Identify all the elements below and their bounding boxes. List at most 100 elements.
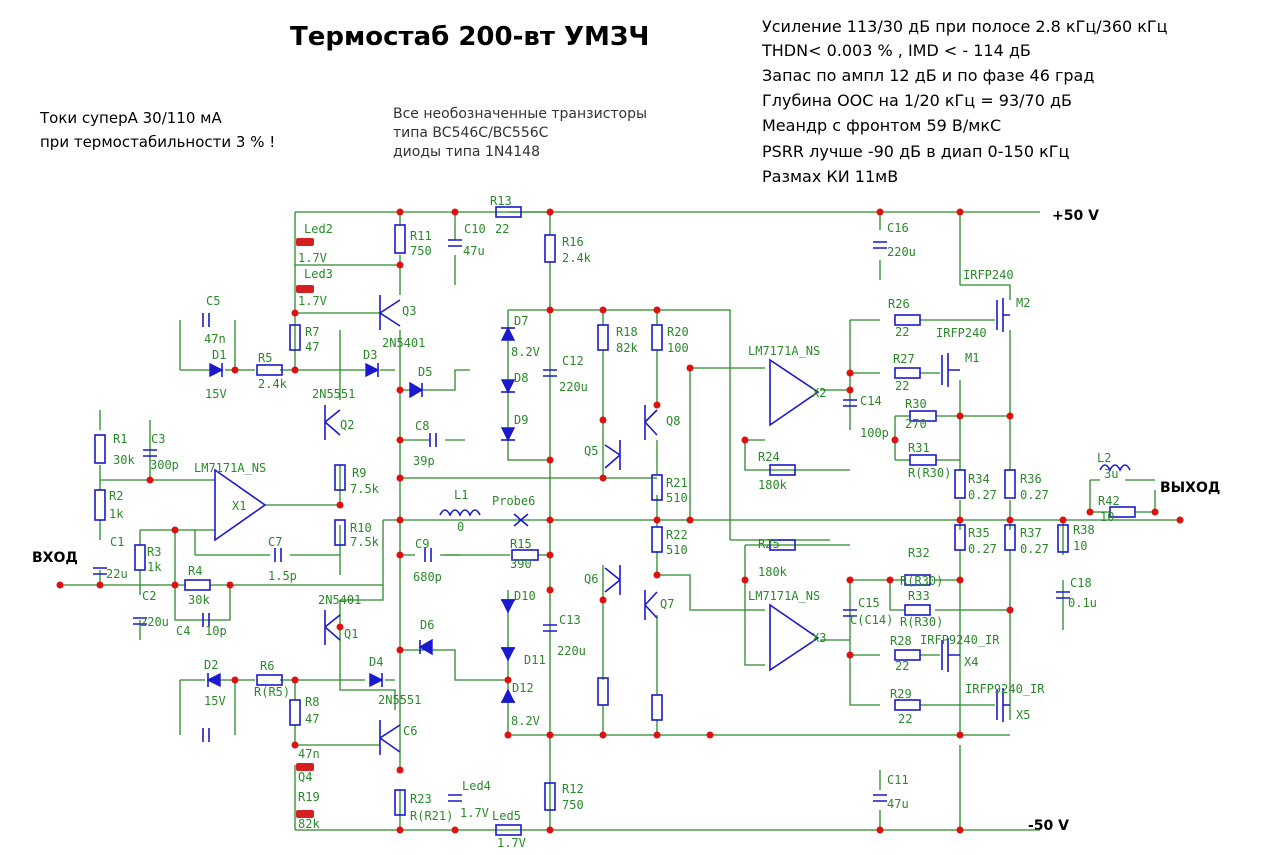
component-label: 22u: [106, 567, 128, 581]
component-label: C14: [860, 394, 882, 408]
component-label: R33: [908, 589, 930, 603]
component-label: 47n: [298, 747, 320, 761]
schematic-title: Термостаб 200-вт УМЗЧ: [290, 22, 649, 52]
component-label: C5: [206, 294, 220, 308]
component-label: R35: [968, 526, 990, 540]
component-label: 47n: [204, 332, 226, 346]
note-left: Токи суперА 30/110 мА при термостабильно…: [39, 109, 275, 151]
component-label: Q7: [660, 597, 674, 611]
component-label: C(C14): [850, 613, 893, 627]
rail-positive-label: +50 V: [1052, 208, 1099, 224]
spec-line: Размах КИ 11мВ: [762, 167, 898, 186]
component-label: Q4: [298, 770, 312, 784]
component-label: R32: [908, 546, 930, 560]
component-label: 15V: [205, 387, 227, 401]
component-label: R7: [305, 325, 319, 339]
component-label: 8.2V: [511, 714, 540, 728]
component-label: R12: [562, 782, 584, 796]
component-label: C17: [0, 0, 22, 3]
component-label: LM7171A_NS: [748, 344, 820, 358]
component-label: D3: [363, 348, 377, 362]
component-label: D12: [512, 681, 534, 695]
component-label: 220u: [559, 380, 588, 394]
diodes: [206, 326, 516, 703]
output-label: ВЫХОД: [1160, 480, 1220, 496]
component-label: 1.7V: [497, 836, 526, 850]
component-label: Led4: [462, 779, 491, 793]
component-label: R8: [305, 695, 319, 709]
component-label: D9: [514, 413, 528, 427]
component-label: L1: [454, 488, 468, 502]
component-label: Led5: [492, 809, 521, 823]
component-label: 15V: [204, 694, 226, 708]
component-label: R24: [758, 450, 780, 464]
component-label: R23: [410, 792, 432, 806]
component-label: R42: [1098, 494, 1120, 508]
component-label: 10: [1073, 539, 1087, 553]
component-label: 0.27: [1020, 542, 1049, 556]
component-label: 0.27: [968, 488, 997, 502]
component-label: L2: [1097, 451, 1111, 465]
component-label: R22: [666, 528, 688, 542]
component-label: 22: [895, 379, 909, 393]
component-label: 750: [410, 244, 432, 258]
component-label: R(R5): [254, 685, 290, 699]
component-label: 100: [667, 341, 689, 355]
component-label: D7: [514, 314, 528, 328]
spec-list: Усиление 113/30 дБ при полосе 2.8 кГц/36…: [761, 17, 1168, 186]
component-label: R25: [758, 537, 780, 551]
component-label: 270: [905, 417, 927, 431]
spec-line: Запас по ампл 12 дБ и по фазе 46 град: [762, 66, 1094, 85]
note-line: диоды типа 1N4148: [393, 144, 540, 160]
component-label: R30: [905, 397, 927, 411]
spec-line: Меандр с фронтом 59 В/мкС: [762, 116, 1001, 135]
component-label: Probe6: [492, 494, 535, 508]
component-label: C18: [1070, 576, 1092, 590]
note-line: типа BC546C/BC556C: [393, 125, 549, 141]
component-label: 300p: [150, 458, 179, 472]
component-label: 180k: [758, 478, 788, 492]
component-label: 30k: [188, 593, 210, 607]
component-label: R21: [666, 476, 688, 490]
component-label: IRFP240: [963, 268, 1014, 282]
component-label: R11: [410, 229, 432, 243]
component-label: 0: [457, 520, 464, 534]
component-label: R2: [109, 489, 123, 503]
component-label: 220u: [557, 644, 586, 658]
component-label: 510: [666, 491, 688, 505]
component-label: X4: [964, 655, 978, 669]
component-label: 2.4k: [562, 251, 592, 265]
leds: [296, 238, 314, 818]
component-label: D2: [204, 658, 218, 672]
component-labels: R1322C1047uR11750Led21.7VLed31.7VR162.4k…: [0, 0, 1120, 850]
component-label: R(R30): [908, 466, 951, 480]
component-label: 39p: [413, 454, 435, 468]
component-label: Led2: [304, 222, 333, 236]
component-label: IRFP9240_IR: [965, 682, 1045, 696]
note-line: Все необозначенные транзисторы: [393, 106, 647, 122]
component-label: 47: [305, 340, 319, 354]
component-label: R38: [1073, 523, 1095, 537]
component-label: C8: [415, 419, 429, 433]
component-label: IRFP9240_IR: [920, 633, 1000, 647]
inductors: [439, 464, 1131, 517]
component-label: 2N5551: [312, 387, 355, 401]
spec-line: PSRR лучше -90 дБ в диап 0-150 кГц: [762, 142, 1070, 161]
component-label: Q2: [340, 418, 354, 432]
capacitors: [93, 239, 1070, 802]
component-label: R10: [350, 521, 372, 535]
spec-line: THDN< 0.003 % , IMD < - 114 дБ: [761, 41, 1031, 60]
note-line: Токи суперА 30/110 мА: [39, 109, 222, 127]
component-label: 22: [895, 325, 909, 339]
spec-line: Усиление 113/30 дБ при полосе 2.8 кГц/36…: [762, 17, 1168, 36]
component-label: 47: [305, 712, 319, 726]
component-label: 510: [666, 543, 688, 557]
component-label: 47u: [887, 797, 909, 811]
component-label: C15: [858, 596, 880, 610]
component-label: C2: [142, 589, 156, 603]
component-label: 1.7V: [298, 294, 327, 308]
component-label: R29: [890, 687, 912, 701]
component-label: Led3: [304, 267, 333, 281]
transistors: [324, 295, 1010, 755]
